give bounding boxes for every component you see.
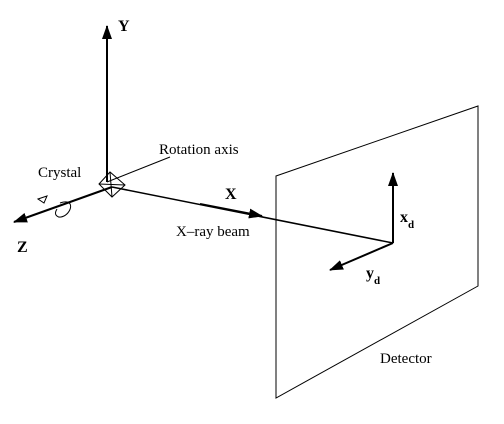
detector-plane	[275, 105, 479, 399]
detector-xd-label: xd	[400, 209, 414, 231]
y-axis-label: Y	[118, 18, 130, 35]
z-axis-line	[13, 186, 113, 223]
x-axis-arrow	[199, 203, 263, 219]
detector-label: Detector	[380, 351, 432, 367]
crystal-shape	[98, 171, 126, 198]
rotation-axis-line	[106, 156, 171, 183]
detector-yd-axis	[329, 242, 394, 271]
rotation-axis-label: Rotation axis	[159, 142, 239, 158]
z-axis-label: Z	[17, 239, 28, 256]
detector-yd-label: yd	[366, 265, 380, 287]
xray-beam-label: X–ray beam	[176, 224, 250, 240]
crystal-label: Crystal	[38, 165, 81, 181]
x-axis-label: X	[225, 186, 237, 203]
rotation-arrow-icon	[36, 195, 72, 218]
